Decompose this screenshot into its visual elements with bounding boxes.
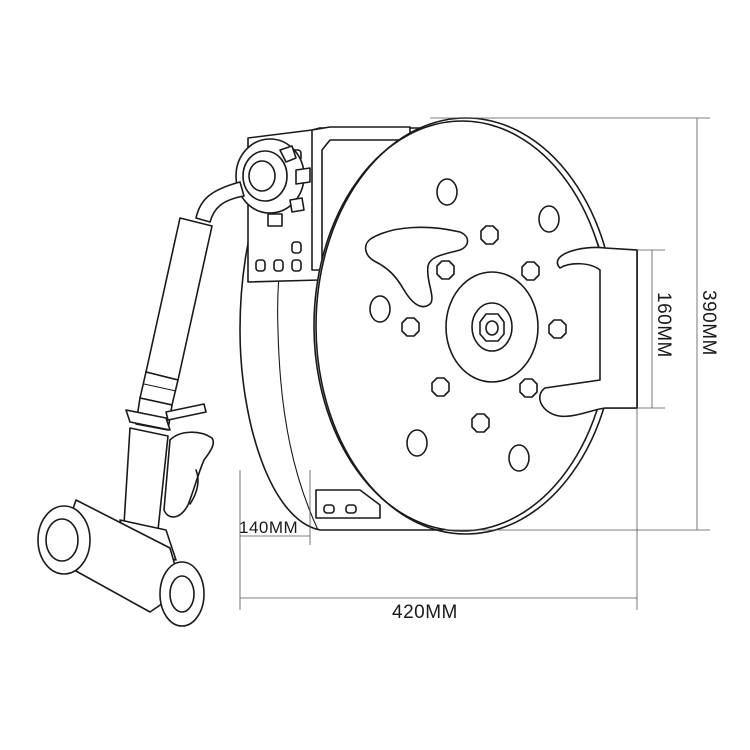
hose (139, 181, 245, 406)
depth-label: 140MM (239, 518, 298, 537)
drum-face (313, 117, 638, 535)
drum-bolts (401, 225, 567, 433)
dimension-lines (239, 117, 710, 610)
mount-height-label: 160MM (653, 292, 674, 358)
total-width-label: 420MM (392, 602, 458, 623)
swivel-connector (235, 138, 311, 227)
bottom-mount-plate (315, 489, 381, 519)
spray-nozzle (37, 397, 215, 627)
total-height-label: 390MM (698, 290, 719, 356)
